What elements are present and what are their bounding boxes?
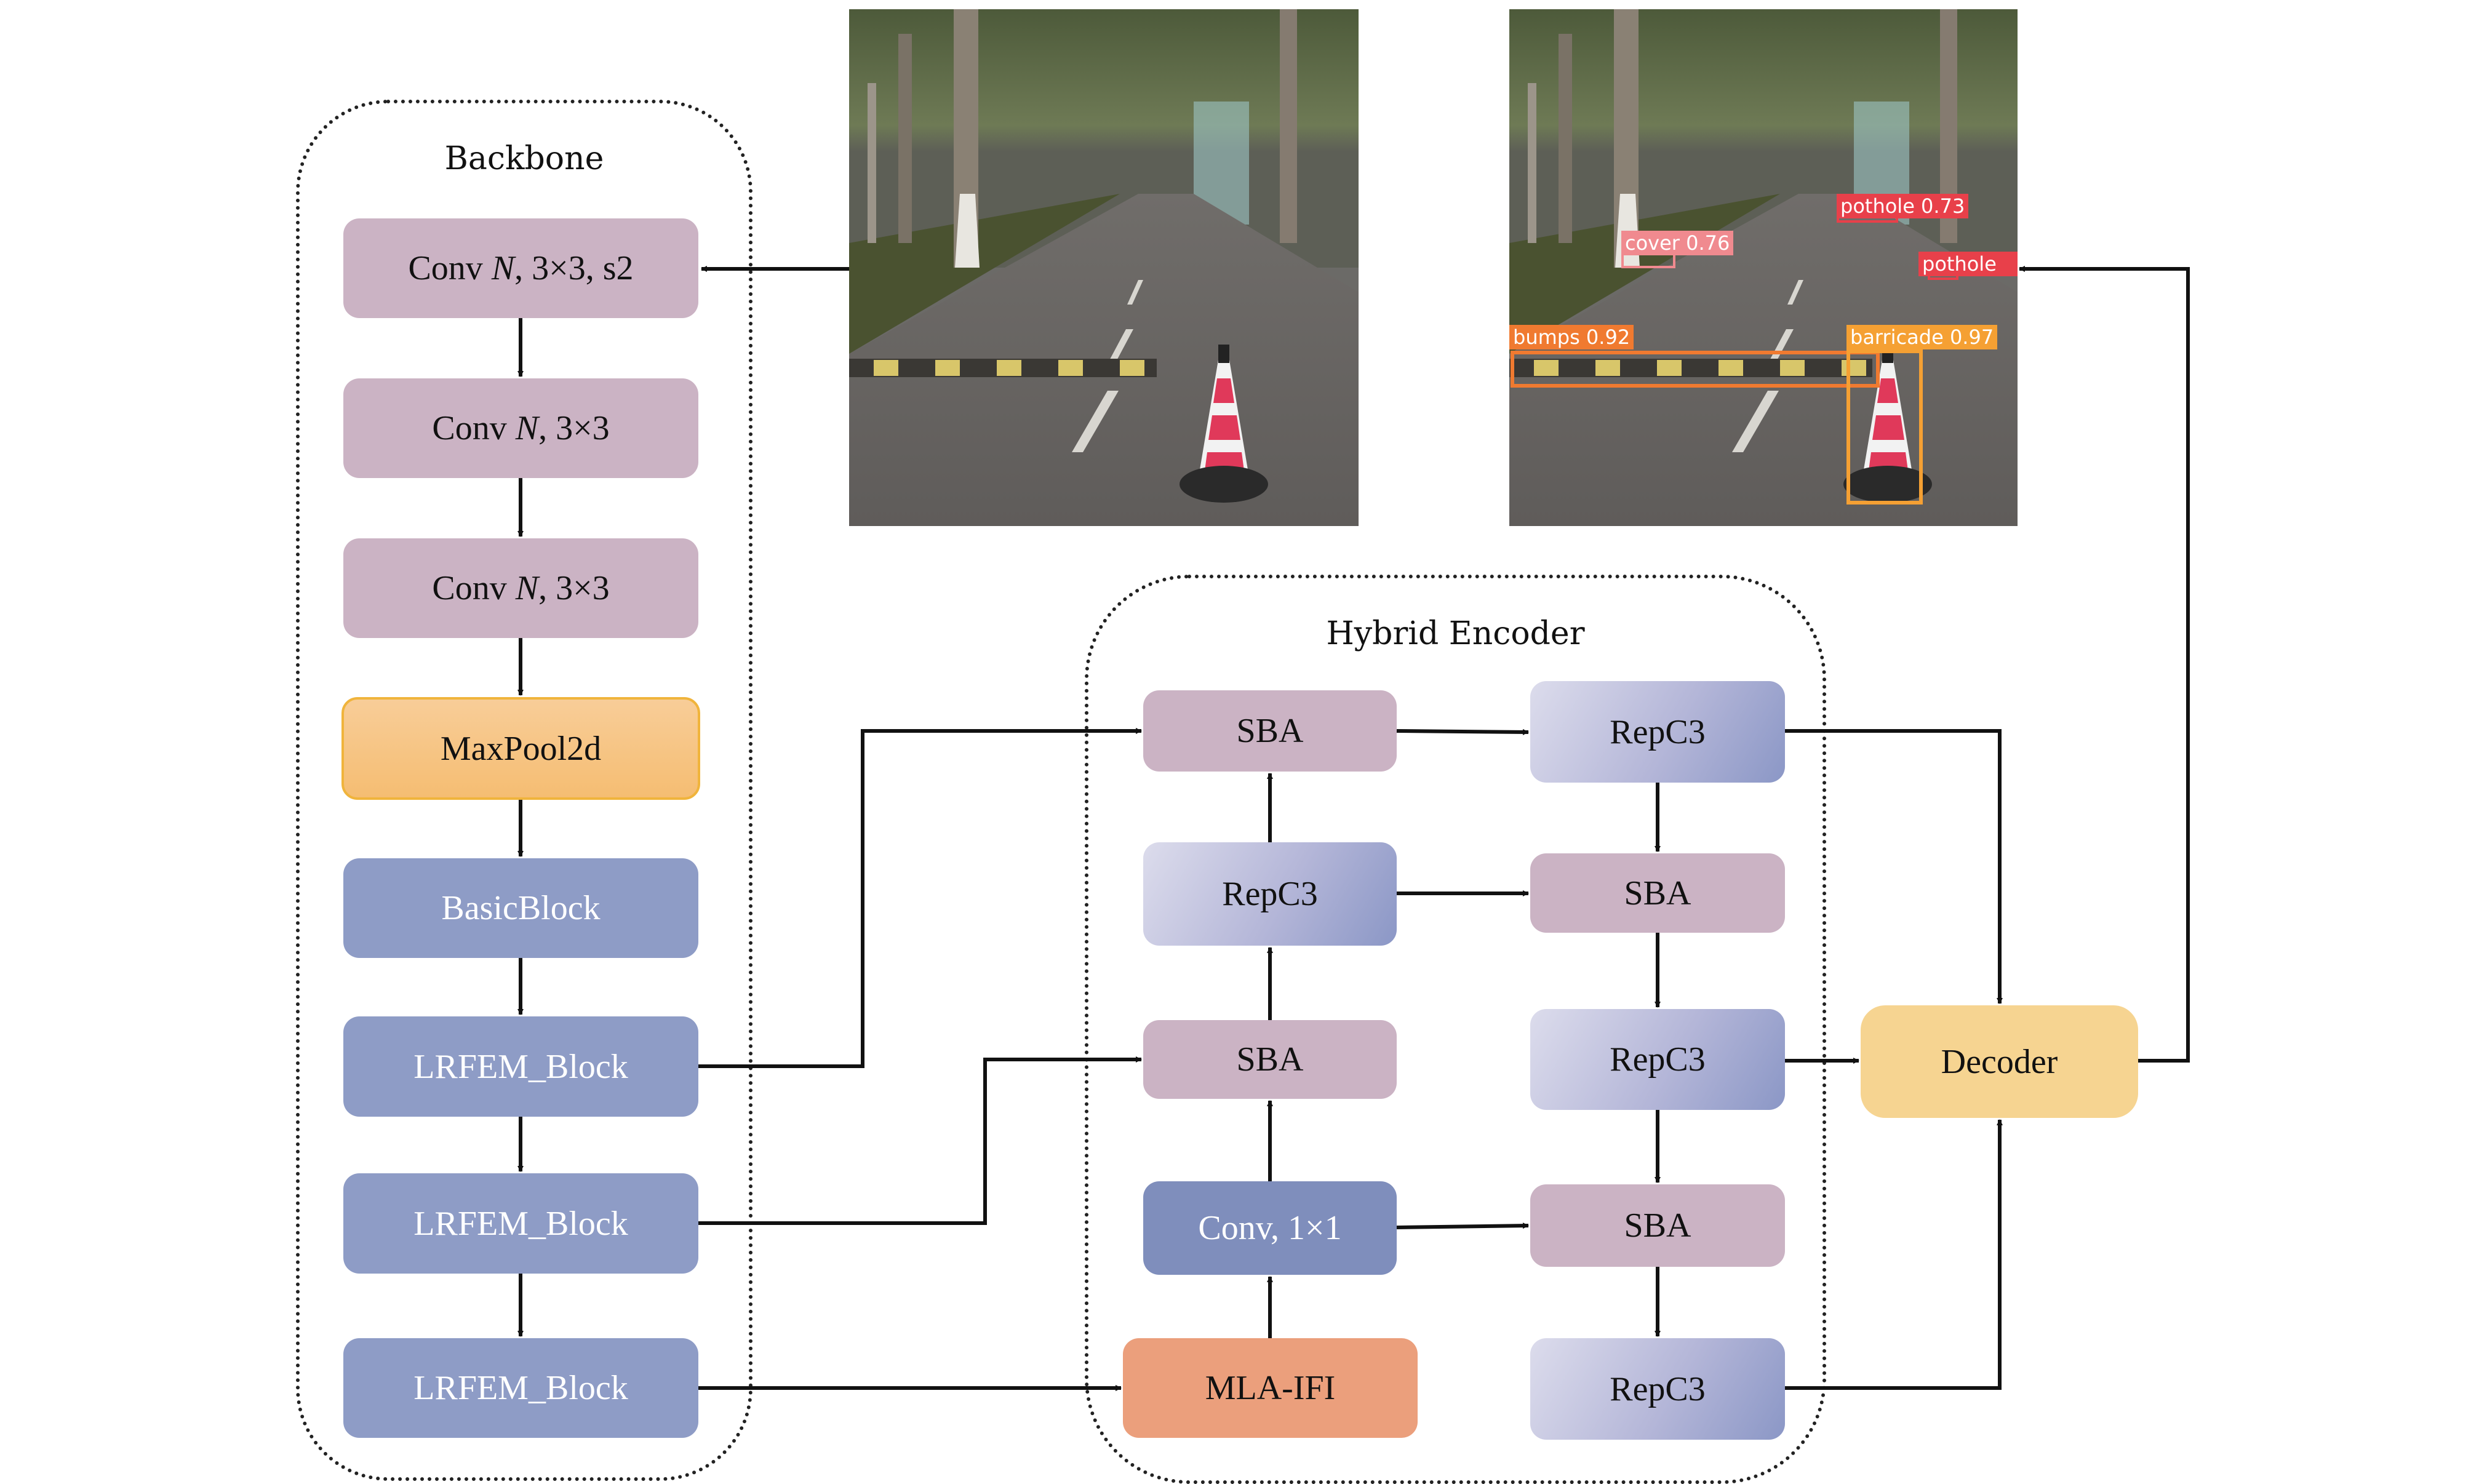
label: Conv N, 3×3 <box>432 569 610 607</box>
encoder-right-repc3-1: RepC3 <box>1530 681 1785 783</box>
encoder-title: Hybrid Encoder <box>1326 615 1585 652</box>
backbone-conv-2: Conv N, 3×3 <box>343 378 698 478</box>
detection-label-cover-076: cover 0.76 <box>1621 231 1734 255</box>
label: Conv N, 3×3, s2 <box>408 249 634 287</box>
arrow-lrfem2-to-sba <box>698 1056 1142 1225</box>
backbone-lrfem-3: LRFEM_Block <box>343 1338 698 1438</box>
decoder-block: Decoder <box>1861 1005 2138 1118</box>
label: Conv N, 3×3 <box>432 409 610 447</box>
arrow-conv-to-right-sba <box>1396 1223 1529 1229</box>
arrow-lrfem1-to-sba <box>698 728 1142 1068</box>
arrow-sba-to-right-repc3 <box>1396 728 1529 735</box>
detection-label-pothole: pothole <box>1918 252 2018 276</box>
arrow-repc3-bot-to-decoder <box>1785 1119 2003 1390</box>
encoder-right-sba-1: SBA <box>1530 853 1785 933</box>
backbone-conv-s2: Conv N, 3×3, s2 <box>343 218 698 318</box>
arrow-decoder-to-output <box>2019 266 2190 1063</box>
input-image <box>849 9 1359 526</box>
backbone-conv-3: Conv N, 3×3 <box>343 538 698 638</box>
encoder-right-repc3-3: RepC3 <box>1530 1338 1785 1440</box>
detection-label-barricade-097: barricade 0.97 <box>1846 325 1998 349</box>
backbone-lrfem-2: LRFEM_Block <box>343 1173 698 1274</box>
detection-label-pothole-073: pothole 0.73 <box>1837 194 1969 218</box>
encoder-left-sba-mid: SBA <box>1143 1020 1397 1099</box>
detection-label-bumps-092: bumps 0.92 <box>1509 325 1634 349</box>
arrow-repc3-top-to-decoder <box>1785 729 2003 1004</box>
encoder-left-repc3: RepC3 <box>1143 842 1397 946</box>
detection-box-bumps <box>1511 351 1880 388</box>
backbone-group: Backbone <box>296 100 752 1481</box>
road-scene-illustration <box>1509 9 2018 526</box>
encoder-right-sba-2: SBA <box>1530 1184 1785 1267</box>
encoder-left-sba-top: SBA <box>1143 690 1397 772</box>
encoder-right-repc3-2: RepC3 <box>1530 1009 1785 1110</box>
backbone-basicblock: BasicBlock <box>343 858 698 958</box>
detection-box-barricade <box>1846 349 1923 505</box>
encoder-mla-ifi: MLA-IFI <box>1123 1338 1418 1438</box>
backbone-maxpool: MaxPool2d <box>341 697 700 800</box>
backbone-lrfem-1: LRFEM_Block <box>343 1016 698 1117</box>
output-image: pothole 0.73 cover 0.76 pothole bumps 0.… <box>1509 9 2018 526</box>
backbone-title: Backbone <box>444 140 604 177</box>
road-scene-illustration <box>849 9 1359 526</box>
encoder-conv1x1: Conv, 1×1 <box>1143 1181 1397 1275</box>
